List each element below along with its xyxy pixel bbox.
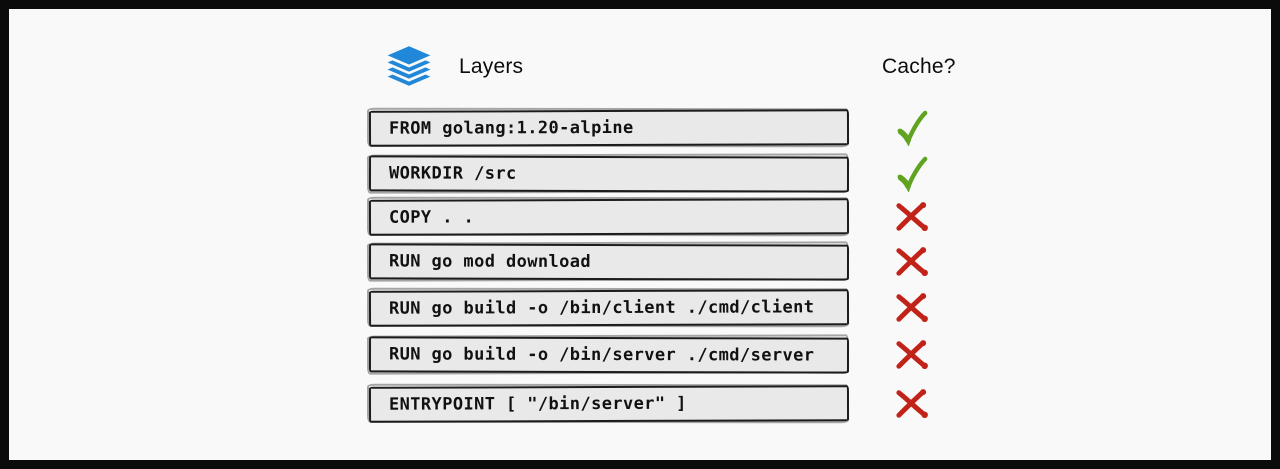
layer-row: RUN go mod download [368,241,969,283]
dockerfile-instruction-box: FROM golang:1.20-alpine [368,109,850,147]
layer-row: COPY . . [368,196,969,238]
cache-status-mark [891,383,933,425]
dockerfile-instruction-text: ENTRYPOINT [ "/bin/server" ] [388,393,687,415]
dockerfile-instruction-text: COPY . . [388,207,475,228]
dockerfile-instruction-box: RUN go build -o /bin/server ./cmd/server [368,336,850,374]
cross-icon [896,202,928,232]
dockerfile-instruction-text: RUN go build -o /bin/client ./cmd/client [388,297,815,319]
cross-icon [896,389,928,419]
dockerfile-instruction-box: COPY . . [368,198,850,236]
layer-row: RUN go build -o /bin/client ./cmd/client [368,287,969,329]
layer-row: WORKDIR /src [368,153,969,195]
dockerfile-instruction-box: ENTRYPOINT [ "/bin/server" ] [368,385,850,423]
cache-column-header: Cache? [882,55,956,78]
layers-icon [382,43,436,89]
dockerfile-instruction-text: RUN go mod download [388,251,592,272]
layer-row: ENTRYPOINT [ "/bin/server" ] [368,383,969,425]
check-icon [897,156,928,192]
layer-row: RUN go build -o /bin/server ./cmd/server [368,334,969,376]
cache-status-mark [891,334,933,376]
dockerfile-instruction-text: RUN go build -o /bin/server ./cmd/server [388,344,815,366]
cache-status-mark [891,196,933,238]
cross-icon [896,293,928,323]
layer-row: FROM golang:1.20-alpine [368,107,969,149]
dockerfile-instruction-text: WORKDIR /src [388,163,517,184]
layers-column-header: Layers [459,55,524,78]
cache-status-mark [891,241,933,283]
check-icon [897,110,928,146]
cross-icon [896,340,928,370]
dockerfile-instruction-box: RUN go mod download [368,243,850,281]
cache-status-mark [891,287,933,329]
cache-status-mark [891,153,933,195]
dockerfile-instruction-box: WORKDIR /src [368,155,850,193]
dockerfile-instruction-text: FROM golang:1.20-alpine [388,117,634,139]
dockerfile-instruction-box: RUN go build -o /bin/client ./cmd/client [368,289,850,327]
cache-status-mark [891,107,933,149]
cross-icon [896,247,928,277]
